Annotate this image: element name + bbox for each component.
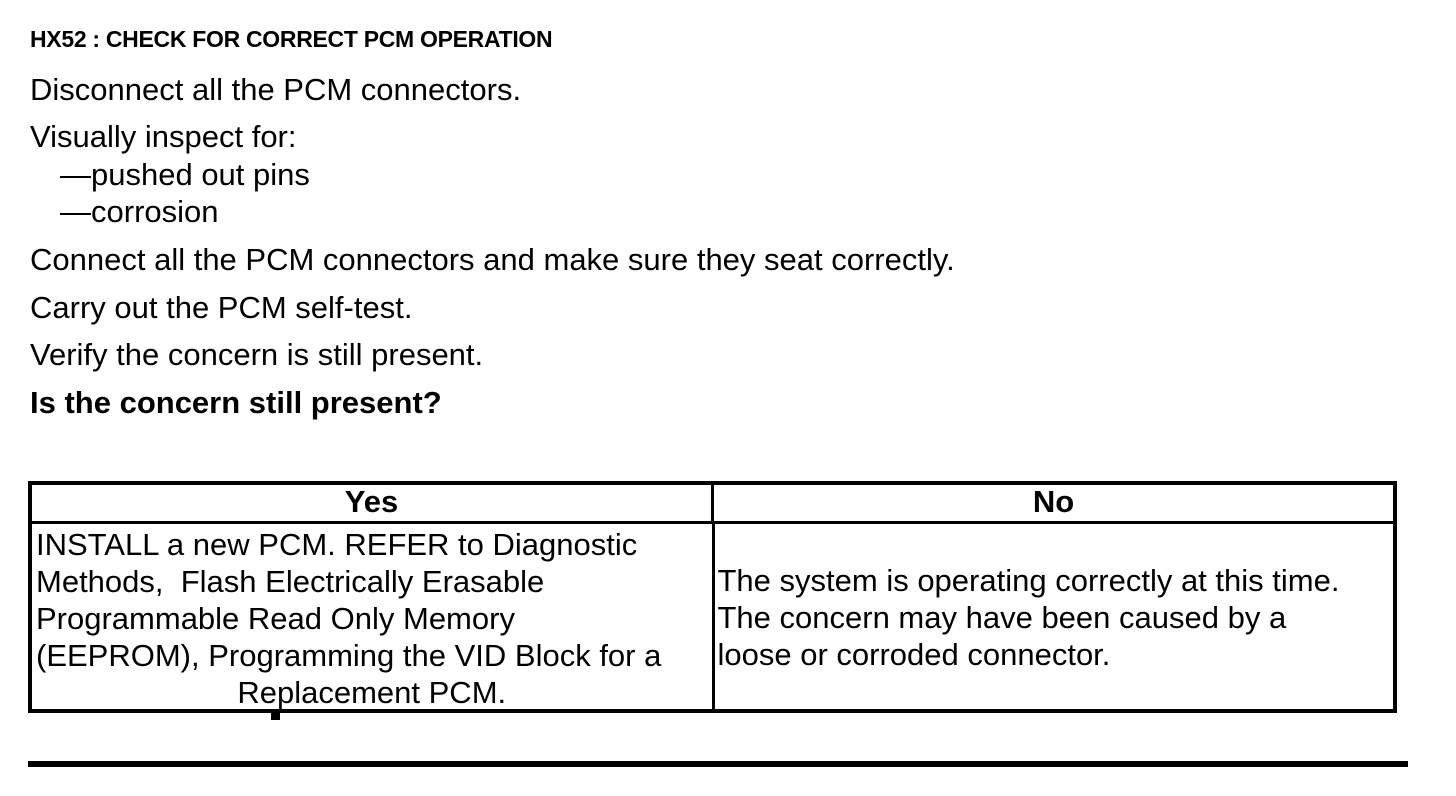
step-carry-out-self-test: Carry out the PCM self-test. [30, 290, 413, 325]
yes-action-line: Replacement PCM. [237, 675, 507, 710]
no-action-line: loose or corroded connector. [717, 637, 1111, 672]
decision-question: Is the concern still present? [30, 385, 442, 420]
no-column-header: No [1032, 484, 1075, 519]
yes-action-line: INSTALL a new PCM. REFER to Diagnostic [36, 527, 638, 562]
step-connect-connectors: Connect all the PCM connectors and make … [30, 242, 955, 277]
inspect-item-corrosion: —corrosion [60, 194, 219, 229]
yes-action-cell: INSTALL a new PCM. REFER to Diagnostic M… [32, 524, 715, 710]
yes-action-line: Programmable Read Only Memory [36, 601, 515, 636]
step-verify-concern: Verify the concern is still present. [30, 337, 484, 372]
test-step-heading: HX52 : CHECK FOR CORRECT PCM OPERATION [30, 26, 553, 52]
yes-action-line: (EEPROM), Programming the VID Block for … [36, 638, 662, 673]
inspect-item-pushed-out-pins: —pushed out pins [60, 157, 310, 192]
yes-no-results-table: Yes No INSTALL a new PCM. REFER to Diagn… [28, 481, 1397, 713]
no-action-cell: The system is operating correctly at thi… [715, 524, 1394, 709]
no-action-line: The concern may have been caused by a [717, 600, 1287, 635]
yes-action-line: Methods, Flash Electrically Erasable [36, 564, 545, 599]
yes-column-header: Yes [32, 485, 714, 521]
section-divider-rule [28, 761, 1408, 767]
step-visually-inspect: Visually inspect for: [30, 119, 297, 154]
results-table-header-row: Yes No [32, 485, 1393, 524]
step-disconnect-connectors: Disconnect all the PCM connectors. [30, 72, 522, 107]
results-table-body-row: INSTALL a new PCM. REFER to Diagnostic M… [32, 524, 1394, 710]
no-action-line: The system is operating correctly at thi… [717, 563, 1340, 598]
clipped-character-artifact [271, 713, 280, 720]
